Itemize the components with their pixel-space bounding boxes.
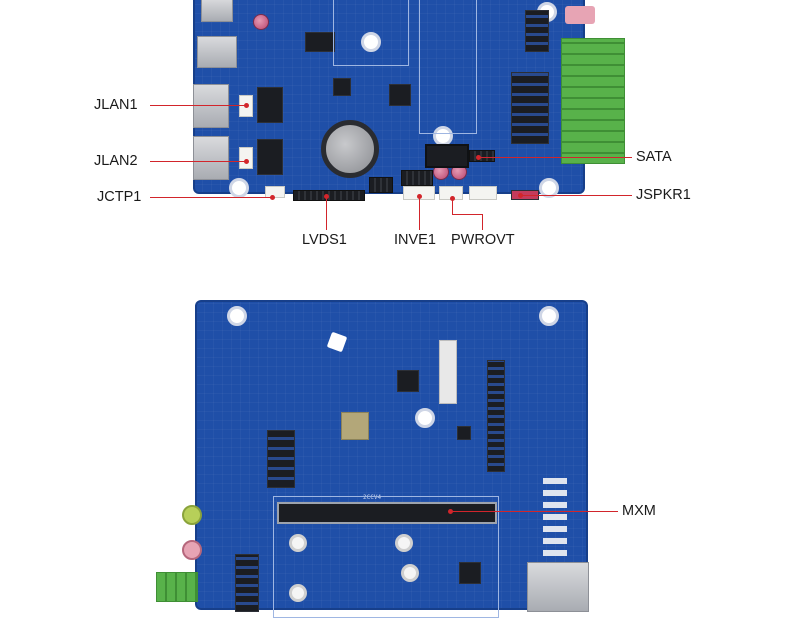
card-slot <box>197 36 237 68</box>
lan-port-1 <box>193 84 229 128</box>
usb-port <box>201 0 233 22</box>
mxm-slot-silk: 2CCV4 <box>363 494 382 501</box>
mxm-slot: 2CCV4 <box>277 494 497 524</box>
logo-mark <box>326 331 348 353</box>
lvds-header <box>293 190 365 201</box>
mounting-hole <box>227 306 247 326</box>
mounting-hole <box>229 178 249 198</box>
audio-jack-green <box>182 505 202 525</box>
leader-jlan2 <box>150 161 246 162</box>
lan-transformer-2 <box>257 139 283 175</box>
leader-dot-pwrovt <box>450 196 455 201</box>
leader-pwrovt-h <box>452 214 483 215</box>
leader-mxm <box>450 511 618 512</box>
pin-header <box>401 170 433 186</box>
label-jspkr1: JSPKR1 <box>636 187 691 203</box>
leader-dot-jspkr1 <box>518 193 523 198</box>
chip <box>305 32 335 52</box>
mounting-hole <box>539 178 559 198</box>
chip-array <box>511 72 549 144</box>
lan-header-2 <box>239 147 253 169</box>
leader-pwrovt-up <box>452 198 453 214</box>
label-sticker <box>439 340 457 404</box>
chip-array <box>267 430 295 488</box>
silkscreen-outline <box>419 0 477 134</box>
leader-dot-sata <box>476 155 481 160</box>
label-mxm: MXM <box>622 503 656 519</box>
pad-hole <box>401 564 419 582</box>
connector <box>469 186 497 200</box>
lan-transformer-1 <box>257 87 283 123</box>
leader-dot-jlan2 <box>244 159 249 164</box>
leader-sata <box>478 157 632 158</box>
label-lvds1: LVDS1 <box>302 232 347 248</box>
cmos-battery <box>321 120 379 178</box>
chip <box>457 426 471 440</box>
leader-dot-mxm <box>448 509 453 514</box>
chip <box>525 10 549 52</box>
chip-array <box>487 360 505 472</box>
mounting-hole <box>539 306 559 326</box>
leader-lvds1 <box>326 196 327 230</box>
audio-jack-pink <box>182 540 202 560</box>
leader-inve1 <box>419 196 420 230</box>
mounting-hole <box>361 32 381 52</box>
label-jctp1: JCTP1 <box>97 189 142 205</box>
pad-hole <box>289 534 307 552</box>
label-pwrovt: PWROVT <box>451 232 515 248</box>
pin-header <box>369 177 393 193</box>
terminal-block <box>156 572 198 602</box>
leader-pwrovt <box>482 214 483 230</box>
sim-slot <box>527 562 589 612</box>
module-chip <box>341 412 369 440</box>
leader-dot-jlan1 <box>244 103 249 108</box>
chip <box>459 562 481 584</box>
label-sata: SATA <box>636 149 672 165</box>
mounting-hole <box>415 408 435 428</box>
chip-array <box>235 554 259 612</box>
pin-header <box>469 150 495 162</box>
motherboard-bottom-view: 2CCV4 <box>195 300 589 618</box>
chip <box>389 84 411 106</box>
leader-jctp1 <box>150 197 272 198</box>
chip <box>333 78 351 96</box>
terminal-block <box>561 38 625 164</box>
audio-jack <box>565 6 595 24</box>
pad-hole <box>395 534 413 552</box>
capacitor <box>253 14 269 30</box>
label-jlan2: JLAN2 <box>94 153 138 169</box>
sata-connector <box>425 144 469 168</box>
label-inve1: INVE1 <box>394 232 436 248</box>
connector-pads <box>543 472 567 568</box>
leader-dot-jctp1 <box>270 195 275 200</box>
leader-dot-lvds1 <box>324 194 329 199</box>
leader-dot-inve1 <box>417 194 422 199</box>
leader-jspkr1 <box>520 195 632 196</box>
silkscreen-outline <box>333 0 409 66</box>
leader-jlan1 <box>150 105 246 106</box>
label-jlan1: JLAN1 <box>94 97 138 113</box>
chip <box>397 370 419 392</box>
motherboard-top-view <box>193 0 625 201</box>
lan-port-2 <box>193 136 229 180</box>
